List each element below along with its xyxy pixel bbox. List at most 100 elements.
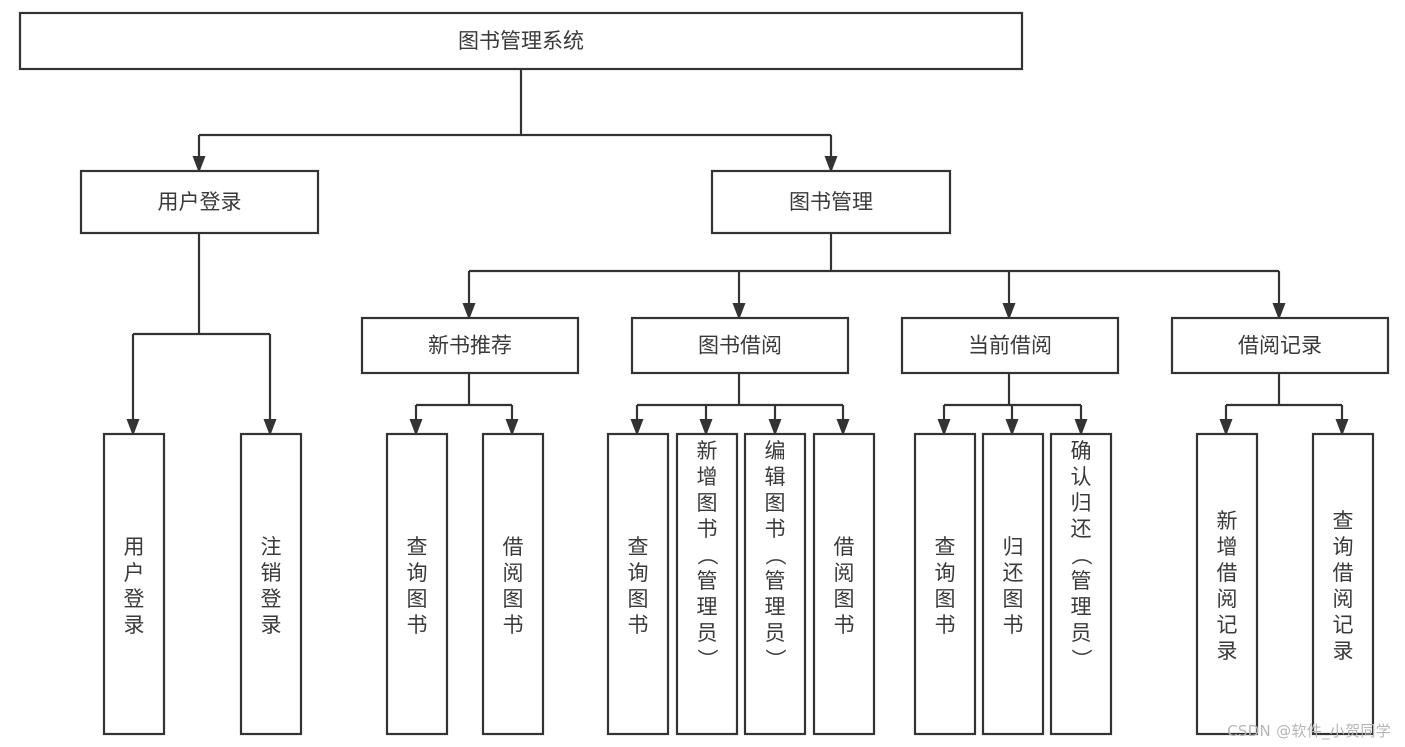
node-label-char: 增 [697,465,718,489]
node-layer: 图书管理系统用户登录图书管理新书推荐图书借阅当前借阅借阅记录用户登录注销登录查询… [18,11,1390,736]
node-label-char: 询 [1333,535,1354,559]
node-label-char: 录 [1217,639,1238,663]
node-label-char: 认 [1071,465,1092,489]
node-label-char: 录 [124,613,145,637]
node-label-char: 理 [765,595,786,619]
node-label: 用户登录 [158,190,242,214]
node-label-char: 查 [407,535,428,559]
node-label-char: 图 [407,587,428,611]
node-box[interactable] [1311,432,1375,736]
node-current[interactable]: 当前借阅 [900,316,1120,375]
node-box[interactable] [481,432,545,736]
node-box[interactable] [239,432,303,736]
node-label-char: 还 [1003,561,1024,585]
node-label-char: 员 [765,621,786,645]
node-leaf1[interactable]: 用户登录 [102,432,166,736]
node-label-char: 借 [503,535,524,559]
node-label-char: 管 [765,569,786,593]
node-label-char: 员 [1071,621,1092,645]
node-borrow[interactable]: 图书借阅 [630,316,850,375]
node-box[interactable] [79,169,320,235]
node-label-char: 书 [1003,613,1024,637]
node-label-char: ） [763,649,787,670]
node-label-char: 图 [628,587,649,611]
connector-layer [126,69,1349,436]
node-label-char: 阅 [1333,587,1354,611]
connector-group-login [126,233,277,436]
node-box[interactable] [900,316,1120,375]
node-box[interactable] [675,432,739,736]
node-label: 当前借阅 [968,334,1052,358]
connector-group-borrow [630,373,850,436]
node-box[interactable] [630,316,850,375]
node-label-char: （ [1069,545,1093,566]
node-box[interactable] [812,432,876,736]
node-label-char: 登 [124,587,145,611]
node-box[interactable] [1195,432,1259,736]
node-label: 图书管理系统 [458,29,584,53]
connector-group-current [937,373,1088,436]
node-label-char: 借 [1217,561,1238,585]
node-label-char: 编 [765,439,786,463]
node-box[interactable] [385,432,449,736]
connector-group-root [192,69,838,173]
node-label-char: 书 [765,517,786,541]
node-label-char: ） [1069,649,1093,670]
node-label-char: 辑 [765,465,786,489]
node-login[interactable]: 用户登录 [79,169,320,235]
node-box[interactable] [606,432,670,736]
node-label-char: ） [695,649,719,670]
node-box[interactable] [710,169,952,235]
node-label-char: 录 [1333,639,1354,663]
node-box[interactable] [1049,432,1113,736]
node-label-char: 新 [1217,509,1238,533]
node-box[interactable] [360,316,580,375]
node-box[interactable] [18,11,1024,71]
node-label-char: （ [695,545,719,566]
node-newbook[interactable]: 新书推荐 [360,316,580,375]
node-label-char: 阅 [503,561,524,585]
node-label-char: 还 [1071,517,1092,541]
node-label-char: 阅 [1217,587,1238,611]
node-box[interactable] [913,432,977,736]
node-label-char: 员 [697,621,718,645]
node-box[interactable] [1170,316,1390,375]
node-label-char: 图 [697,491,718,515]
connector-group-records [1219,373,1349,436]
node-label-char: 询 [407,561,428,585]
node-box[interactable] [102,432,166,736]
node-label-char: 图 [935,587,956,611]
node-label-char: 记 [1217,613,1238,637]
node-label-char: 书 [503,613,524,637]
node-label-char: 管 [697,569,718,593]
node-box[interactable] [743,432,807,736]
node-box[interactable] [981,432,1045,736]
node-label-char: 增 [1217,535,1238,559]
node-records[interactable]: 借阅记录 [1170,316,1390,375]
node-label-char: 理 [697,595,718,619]
node-label: 借阅记录 [1238,334,1322,358]
node-bookmgmt[interactable]: 图书管理 [710,169,952,235]
node-root[interactable]: 图书管理系统 [18,11,1024,71]
node-label-char: 管 [1071,569,1092,593]
node-label-char: 销 [261,561,282,585]
node-label-char: 查 [1333,509,1354,533]
node-label-char: 户 [124,561,145,585]
node-label-char: 书 [628,613,649,637]
node-label: 新书推荐 [428,334,512,358]
node-label-char: 查 [935,535,956,559]
